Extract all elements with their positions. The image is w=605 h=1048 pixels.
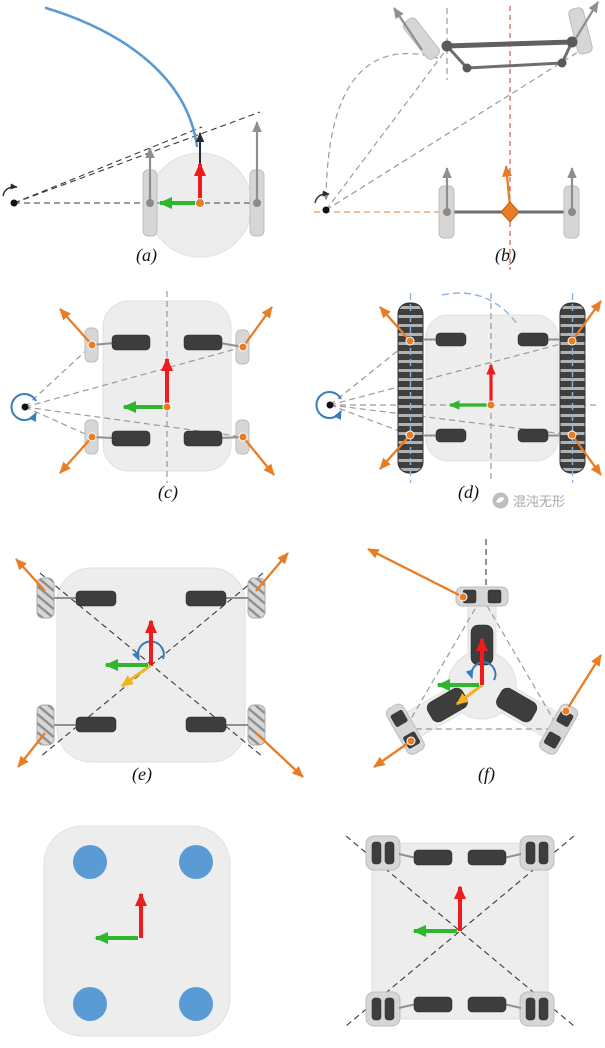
axles (398, 853, 522, 1009)
icr-sweep-curve (323, 53, 439, 201)
panel-g-diagram (43, 825, 231, 1037)
right-wheel-center (253, 199, 261, 207)
resultant-arrow (456, 683, 483, 706)
left-wheel-center (146, 199, 154, 207)
ball-wheel (73, 987, 107, 1021)
robot-center-point (486, 400, 496, 410)
panel-d-caption: (d) (458, 482, 479, 502)
right-kingpin-joint (566, 36, 578, 48)
angular-velocity-arrow (314, 190, 330, 204)
center-marker (500, 201, 520, 223)
panel-e-caption: (e) (132, 764, 152, 784)
corner-module-tl (365, 835, 401, 871)
watermark: 混沌无形 (492, 491, 565, 510)
front-right-heading-arrow (575, 1, 599, 39)
panel-d: (d) 混沌无形 (310, 285, 605, 520)
trajectory-curve (44, 6, 199, 148)
wheel-contact-point (458, 592, 468, 602)
rear-axle-assembly (438, 165, 580, 239)
panel-d-diagram (315, 292, 602, 483)
rear-left-wheel-center (443, 208, 451, 216)
wheels (435, 332, 549, 443)
icr-rotation-arrow (10, 393, 37, 422)
rear-right-wheel-center (568, 208, 576, 216)
angular-velocity-arrow (2, 183, 18, 197)
panel-e: (e) (0, 535, 310, 800)
tie-rod (465, 61, 564, 70)
ball-wheel (73, 845, 107, 879)
icr-point (326, 401, 334, 409)
center-velocity-arrow (502, 165, 513, 207)
front-left-wheel (402, 17, 440, 60)
steer-joint (238, 342, 248, 352)
panel-b: (b) (310, 0, 605, 280)
panel-a-caption: (a) (136, 245, 157, 265)
body-rotation-arrow (465, 661, 497, 681)
track-point (405, 430, 415, 440)
trajectory-curve (441, 292, 519, 326)
steering-linkage (393, 1, 599, 73)
panel-b-diagram (314, 1, 599, 270)
front-left-heading-arrow (393, 7, 423, 51)
panel-f-caption: (f) (478, 764, 495, 784)
icr-point (322, 206, 330, 214)
panel-a-diagram (2, 6, 265, 258)
wheels (111, 334, 223, 447)
wheel-triangle (403, 595, 561, 730)
corner-module-br (519, 991, 555, 1027)
steer-joint (87, 340, 97, 350)
track-velocity-arrows (379, 300, 602, 476)
wheel-contact-point (561, 706, 571, 716)
panel-c-caption: (c) (158, 482, 178, 502)
front-axle-beam (444, 39, 575, 49)
track-point (405, 336, 415, 346)
track-point (567, 430, 577, 440)
wheels (75, 590, 227, 733)
tie-rod-right-joint (557, 58, 567, 68)
steer-joint (87, 432, 97, 442)
ball-wheel (179, 987, 213, 1021)
track-point (567, 336, 577, 346)
robot-center-point (195, 198, 205, 208)
icr-ray-left (325, 49, 447, 211)
icr-point (21, 403, 29, 411)
panel-c: (c) (0, 285, 310, 520)
panel-e-diagram (15, 552, 304, 778)
panel-f: (f) (310, 535, 605, 800)
icr-ray-right (325, 51, 579, 211)
icr-point (10, 199, 18, 207)
ball-wheel (179, 845, 213, 879)
axles (423, 338, 560, 437)
left-kingpin-joint (441, 40, 453, 52)
wheel-velocity-arrows (15, 552, 304, 778)
icr-guide-lines (13, 111, 264, 204)
resultant-arrow (121, 663, 152, 688)
panel-b-caption: (b) (495, 245, 516, 265)
watermark-logo-icon (492, 492, 509, 509)
watermark-text: 混沌无形 (513, 495, 566, 510)
panel-a: (a) (0, 0, 310, 280)
wheel-contact-point (406, 736, 416, 746)
panel-c-diagram (10, 291, 275, 483)
wheel-velocity-arrows (59, 306, 275, 476)
icr-rotation-arrow (315, 391, 342, 420)
wheel-velocity-arrows (367, 547, 602, 768)
corner-module-bl (365, 991, 401, 1027)
tie-rod-left-joint (462, 63, 472, 73)
panel-h (310, 810, 605, 1048)
wheels (413, 849, 507, 1013)
panel-h-diagram (345, 835, 575, 1027)
robot-center-point (162, 402, 172, 412)
corner-module-tr (519, 835, 555, 871)
panel-g (0, 810, 310, 1048)
axles (54, 597, 248, 726)
steer-joint (238, 432, 248, 442)
panel-f-diagram (367, 539, 602, 768)
